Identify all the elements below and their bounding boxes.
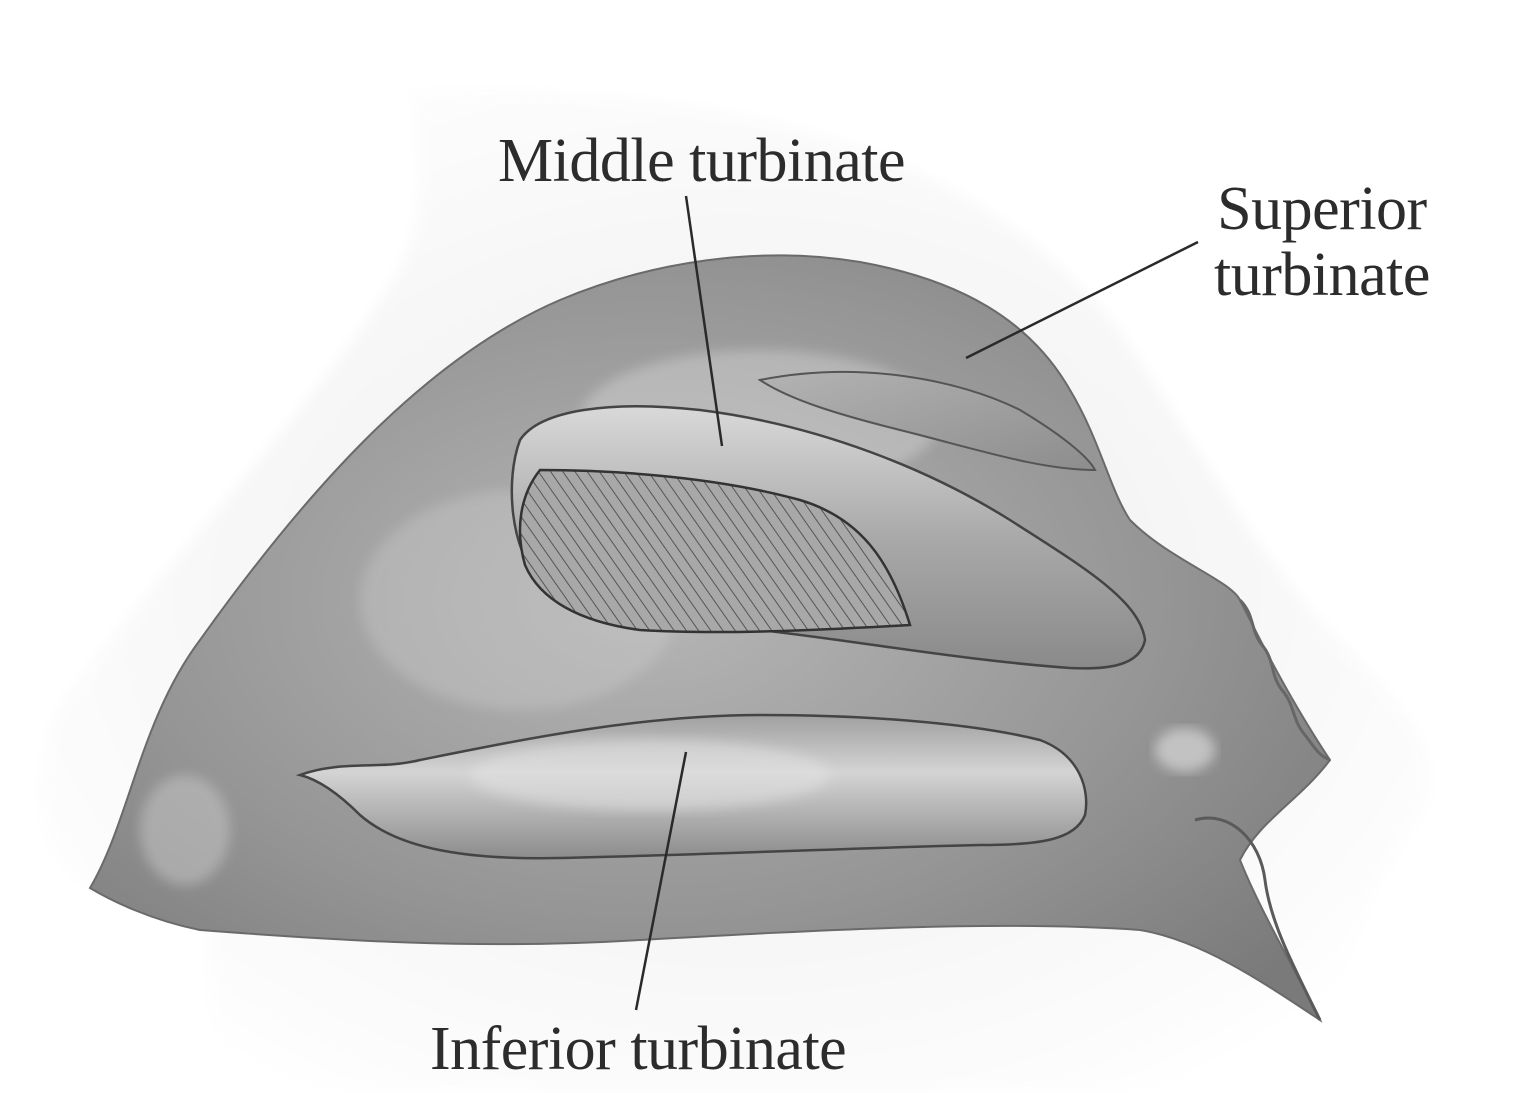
superior-turbinate-label-line1: Superior [1214,176,1430,242]
superior-turbinate-label: Superior turbinate [1214,176,1430,308]
superior-turbinate-label-line2: turbinate [1214,242,1430,308]
inferior-turbinate-label: Inferior turbinate [430,1016,846,1082]
middle-turbinate-label: Middle turbinate [498,128,905,194]
